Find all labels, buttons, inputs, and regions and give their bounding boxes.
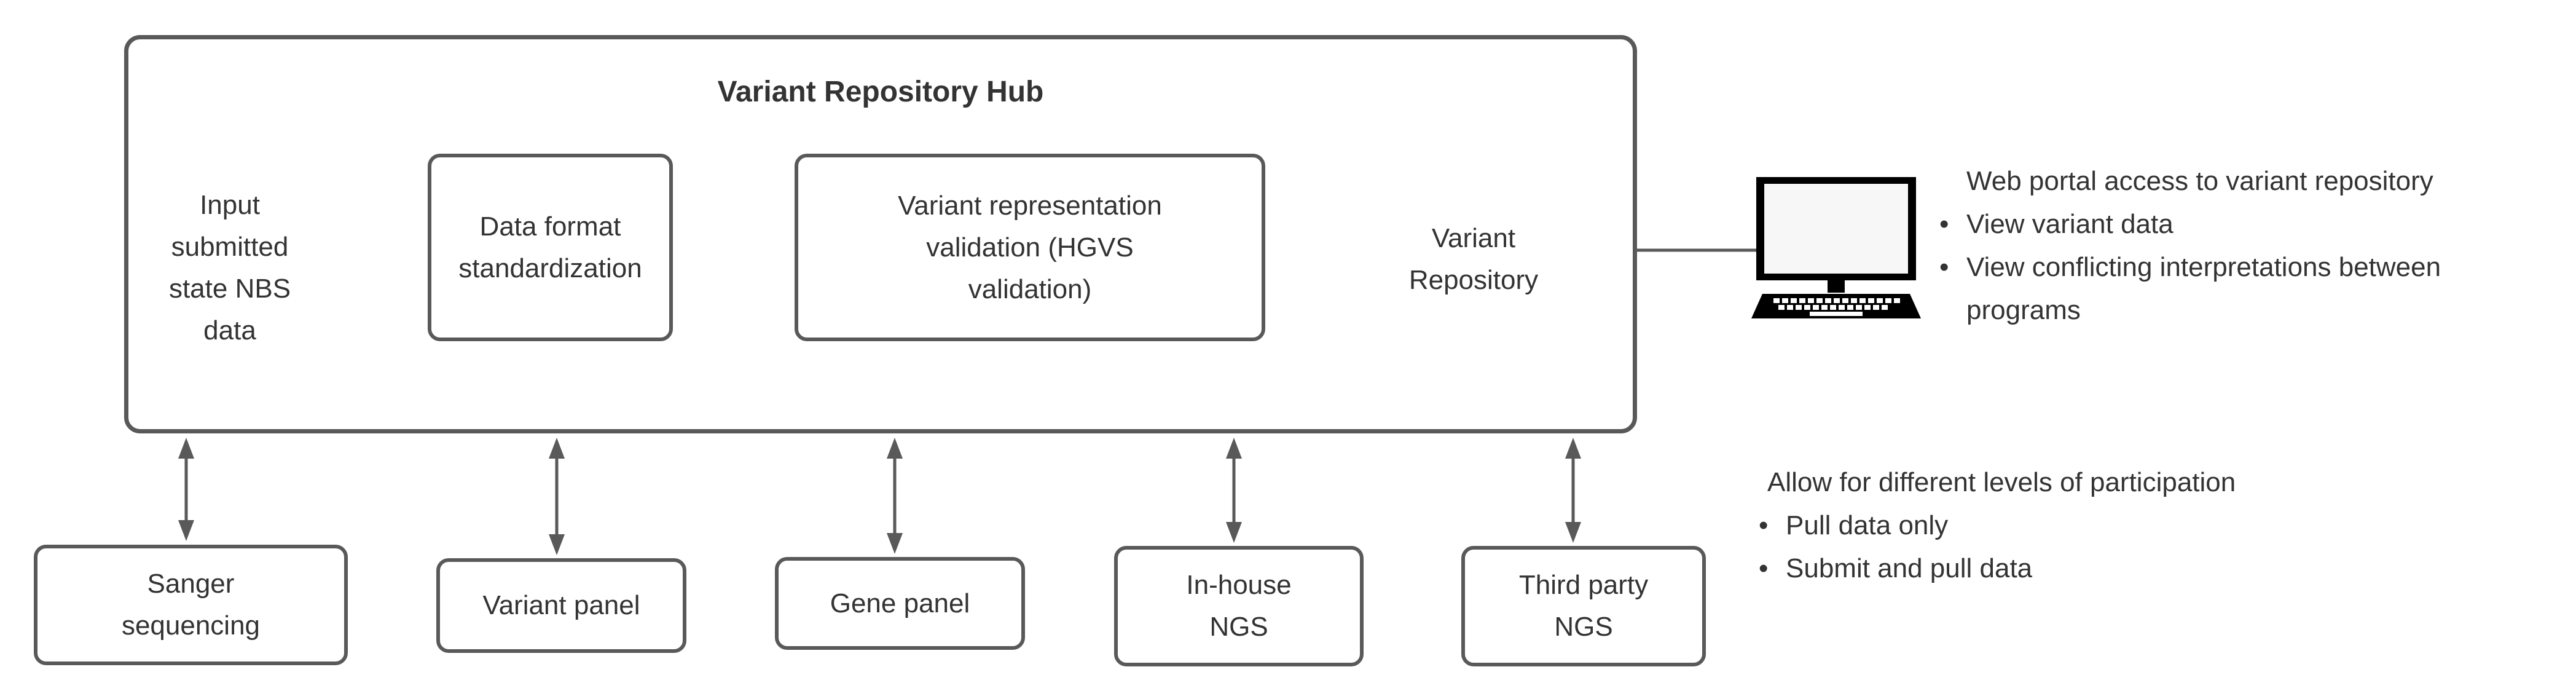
keyboard-spacebar: [1810, 312, 1863, 316]
web-portal-note-item: • View variant data: [1939, 203, 2560, 246]
desktop-computer-icon: [1751, 177, 1921, 318]
variant-panel-box: Variant panel: [436, 558, 686, 653]
sanger-sequencing-label: Sanger sequencing: [121, 569, 261, 641]
web-portal-note: Web portal access to variant repository …: [1939, 160, 2560, 332]
bullet-glyph: •: [1939, 252, 1949, 282]
inhouse-ngs-box: In-house NGS: [1114, 546, 1364, 666]
gene-panel-label: Gene panel: [830, 588, 970, 618]
thirdparty-ngs-box: Third party NGS: [1461, 546, 1706, 666]
participation-note-heading: Allow for different levels of participat…: [1767, 467, 2236, 497]
arrow-hub-variant-panel: [549, 438, 565, 555]
hub-title: Variant Repository Hub: [717, 76, 1044, 108]
participation-note-item-text: Pull data only: [1786, 510, 1949, 540]
arrow-hub-inhouse-ngs: [1226, 438, 1242, 543]
web-portal-note-item: • View conflicting interpretations betwe…: [1939, 246, 2560, 332]
data-format-standardization-box: Data format standardization: [428, 154, 673, 341]
web-portal-note-item-text: View variant data: [1966, 209, 2174, 239]
web-portal-note-item-text: View conflicting interpretations between…: [1966, 252, 2441, 325]
data-format-standardization-label: Data format standardization: [458, 211, 642, 283]
web-portal-note-heading: Web portal access to variant repository: [1966, 166, 2433, 196]
arrow-hub-gene-panel: [887, 438, 903, 554]
arrow-hub-thirdparty-ngs: [1565, 438, 1581, 543]
variant-representation-validation-label: Variant representation validation (HGVS …: [898, 190, 1162, 304]
variant-repository-label-wrap: Variant Repository: [1376, 151, 1571, 346]
arrow-hub-sanger: [178, 438, 194, 541]
thirdparty-ngs-label: Third party NGS: [1518, 570, 1649, 642]
variant-representation-validation-box: Variant representation validation (HGVS …: [795, 154, 1265, 341]
inhouse-ngs-label: In-house NGS: [1186, 570, 1292, 642]
participation-note: Allow for different levels of participat…: [1759, 461, 2465, 590]
bullet-glyph: •: [1759, 553, 1769, 583]
input-state-nbs-data-label: Input submitted state NBS data: [168, 190, 291, 346]
keyboard-keys: [1773, 298, 1900, 316]
bullet-glyph: •: [1759, 510, 1769, 540]
monitor-screen: [1764, 184, 1908, 274]
variant-repository-label: Variant Repository: [1408, 223, 1539, 295]
bullet-glyph: •: [1939, 209, 1949, 239]
participation-note-item: • Submit and pull data: [1759, 547, 2465, 590]
monitor-stand: [1828, 280, 1845, 293]
participation-note-item-text: Submit and pull data: [1786, 553, 2033, 583]
participation-note-item: • Pull data only: [1759, 504, 2465, 547]
variant-panel-label: Variant panel: [482, 590, 640, 620]
gene-panel-box: Gene panel: [775, 557, 1025, 650]
sanger-sequencing-box: Sanger sequencing: [34, 545, 348, 665]
